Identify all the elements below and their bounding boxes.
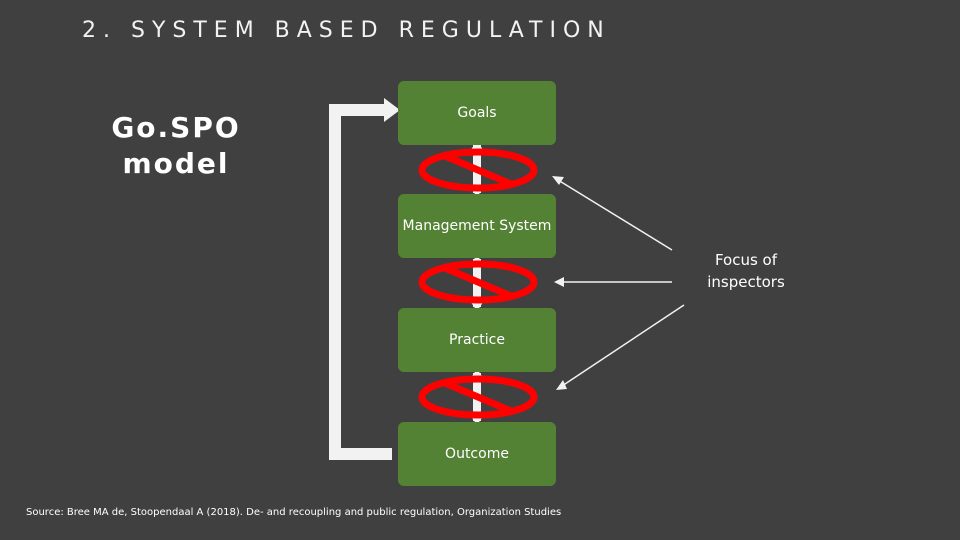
box-management-system: Management System [398,194,556,258]
prohibition-icon [418,375,538,419]
connector-management-practice [418,255,538,311]
feedback-loop-arrow [329,104,392,460]
focus-label-line1: Focus of [714,251,778,269]
model-title-line2: model [122,147,230,180]
focus-arrows [552,176,685,390]
focus-label: Focus of inspectors [688,249,804,293]
arrow-icon [556,380,567,390]
box-outcome: Outcome [398,422,556,486]
focus-arrow-bottom [561,304,685,387]
feedback-arrowhead-icon [384,98,400,122]
box-practice: Practice [398,308,556,372]
prohibition-icon [418,260,538,304]
model-title-line1: Go.SPO [111,111,241,144]
model-title: Go.SPO model [96,110,256,182]
box-goals: Goals [398,81,556,145]
focus-arrow-top [557,179,673,251]
arrow-icon [552,176,564,185]
arrow-icon [554,277,564,287]
connector-goals-management [418,141,538,197]
connector-practice-outcome [418,369,538,425]
source-citation: Source: Bree MA de, Stoopendaal A (2018)… [26,507,562,518]
focus-label-line2: inspectors [707,273,785,291]
slide-title: 2. SYSTEM BASED REGULATION [82,18,611,43]
prohibition-icon [418,148,538,192]
